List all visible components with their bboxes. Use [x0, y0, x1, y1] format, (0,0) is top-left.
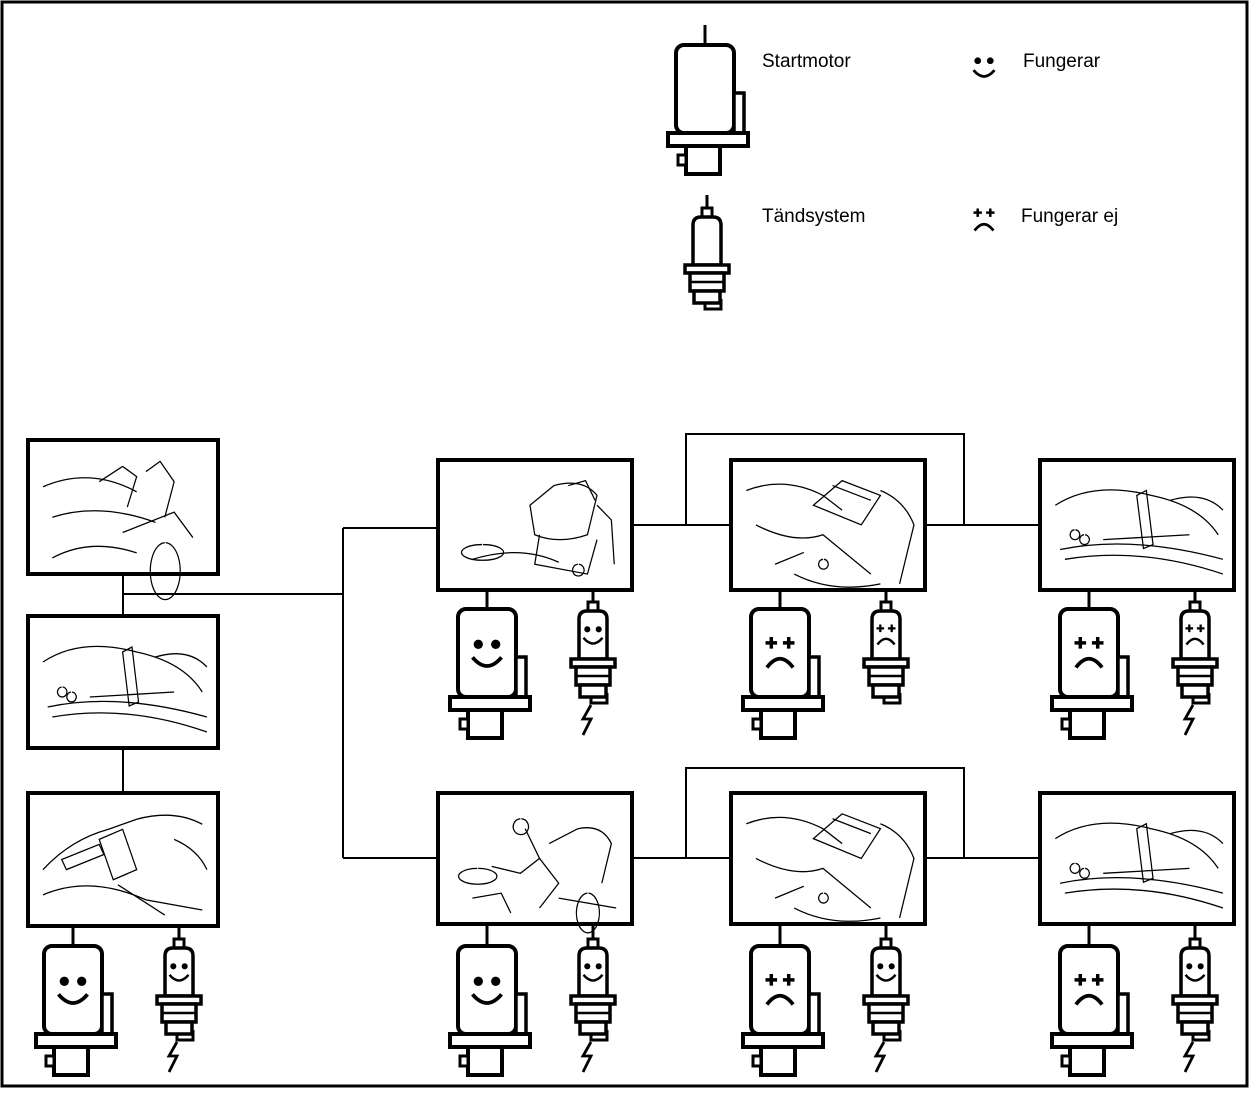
starter-motor-icon — [450, 589, 530, 738]
eye — [182, 963, 188, 969]
scene-frame — [28, 793, 218, 926]
cross-eye — [974, 208, 982, 216]
eye — [974, 57, 981, 64]
spark-icon — [583, 1042, 591, 1072]
legend-spark-plug-icon — [685, 195, 729, 309]
scene-empty-seat-view — [438, 460, 632, 590]
scene-seat-area-view — [28, 440, 218, 600]
scene-frame — [731, 793, 925, 924]
eye — [596, 963, 602, 969]
legend-starter-icon — [668, 25, 748, 174]
spark-plug-icon — [571, 589, 615, 735]
legend-starter-label: Startmotor — [762, 51, 851, 73]
eye — [1198, 963, 1204, 969]
scene-frame — [438, 460, 632, 590]
starter-motor-icon — [743, 926, 823, 1075]
starter-motor-icon — [450, 926, 530, 1075]
eye — [584, 963, 590, 969]
starter-motor-icon — [36, 926, 116, 1075]
scene-frame — [28, 616, 218, 748]
eye — [77, 977, 86, 986]
spark-plug-icon — [864, 589, 908, 703]
smile — [974, 70, 995, 76]
eye — [170, 963, 176, 969]
spark-plug-icon — [864, 926, 908, 1072]
starter-motor-icon — [743, 589, 823, 738]
eye — [60, 977, 69, 986]
eye — [474, 977, 483, 986]
spark-plug-icon — [157, 926, 201, 1072]
spark-icon — [169, 1042, 177, 1072]
scene-frame — [438, 793, 632, 924]
legend-works-label: Fungerar — [1023, 51, 1100, 73]
scene-frame — [731, 460, 925, 590]
legend-fails-label: Fungerar ej — [1021, 206, 1118, 228]
eye — [889, 963, 895, 969]
legend-ignition-label: Tändsystem — [762, 206, 865, 228]
cross-eye — [986, 208, 994, 216]
scene-throttle-lever-view — [28, 616, 218, 748]
legend-sad-icon — [974, 208, 995, 230]
spark-icon — [876, 1042, 884, 1072]
spark-plug-icon — [1173, 926, 1217, 1072]
scene-boxes — [28, 440, 1234, 933]
frown — [975, 224, 994, 230]
eye — [491, 640, 500, 649]
eye — [596, 626, 602, 632]
eye — [987, 57, 994, 64]
scene-frame — [1040, 460, 1234, 590]
spark-icon — [583, 705, 591, 735]
eye — [491, 977, 500, 986]
spark-icon — [1185, 1042, 1193, 1072]
scene-parking-brake-view — [28, 793, 218, 926]
scene-frame — [28, 440, 218, 574]
scene-operator-seated-view — [438, 793, 632, 933]
scene-throttle-lever-view — [1040, 793, 1234, 924]
starter-motor-icon — [1052, 589, 1132, 738]
eye — [584, 626, 590, 632]
scene-pedal-view — [731, 460, 925, 590]
legend-smiley-icon — [974, 57, 995, 76]
scene-pedal-view — [731, 793, 925, 924]
spark-plug-icon — [571, 926, 615, 1072]
spark-plug-icon — [1173, 589, 1217, 735]
scene-frame — [1040, 793, 1234, 924]
eye — [877, 963, 883, 969]
eye — [474, 640, 483, 649]
starter-motor-icon — [1052, 926, 1132, 1075]
spark-icon — [1185, 705, 1193, 735]
eye — [1186, 963, 1192, 969]
scene-throttle-lever-view — [1040, 460, 1234, 590]
